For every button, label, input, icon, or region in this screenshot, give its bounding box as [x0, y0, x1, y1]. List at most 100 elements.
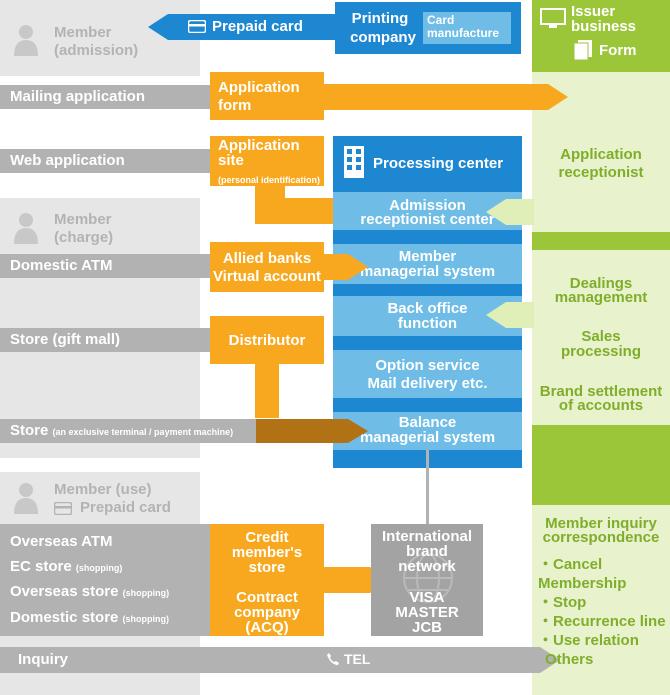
store-terminal-arrow — [256, 419, 368, 443]
inquiry-item: Others — [545, 651, 594, 668]
inquiry-item: ・Stop — [538, 594, 587, 611]
domestic-atm-label: Domestic ATM — [10, 257, 113, 274]
store-terminal-note: (an exclusive terminal / payment machine… — [52, 427, 234, 437]
brand-settlement-line2: of accounts — [558, 397, 644, 414]
application-receptionist-line1: Application — [560, 146, 642, 163]
inquiry-item: ・Recurrence line — [538, 613, 666, 630]
option-service-box — [333, 350, 522, 398]
credit-line2: member's — [231, 544, 303, 561]
right-column — [532, 0, 670, 695]
left-gap-2 — [0, 458, 200, 472]
overseas-store-text: Overseas store (shopping) — [10, 583, 169, 600]
allied-banks-box — [210, 242, 324, 292]
green-band-2 — [532, 425, 670, 505]
inquiry-item: ・Cancel — [538, 556, 603, 573]
admission-arrow-green — [486, 199, 534, 225]
store-gift-bar — [0, 328, 212, 352]
distributor-label: Distributor — [228, 332, 306, 349]
balance-managerial-line2: managerial system — [359, 429, 496, 446]
application-form-box — [210, 72, 324, 120]
application-site-note: (personal identification) — [218, 175, 321, 185]
phone-icon — [327, 653, 339, 665]
form-icon — [574, 40, 592, 60]
brand-network-line1: International — [381, 528, 472, 545]
member-charge-title: Member — [54, 211, 112, 228]
sales-processing-line1: Sales — [581, 328, 621, 345]
member-use-title: Member (use) — [54, 481, 152, 498]
contract-line2: company — [234, 604, 300, 621]
use-list-arrow — [200, 568, 213, 594]
domestic-store-note: (shopping) — [122, 614, 170, 624]
brand-connector-line — [426, 450, 429, 525]
person-icon — [14, 213, 38, 244]
mailing-application-bar — [0, 85, 212, 109]
application-form-arrow — [322, 84, 568, 110]
domestic-store-text: Domestic store (shopping) — [10, 609, 169, 626]
issuer-line1: Issuer — [571, 3, 616, 20]
use-list-bar — [0, 524, 212, 636]
brand-settlement-line1: Brand settlement — [539, 383, 663, 400]
back-office-arrow-green — [486, 302, 534, 328]
prepaid-card-label: Prepaid card — [212, 18, 303, 35]
application-site-line1: Application — [218, 137, 300, 154]
brand-master: MASTER — [395, 604, 459, 621]
brand-network-line3: network — [398, 558, 456, 575]
store-terminal-bar — [0, 419, 260, 443]
tel-label: TEL — [344, 651, 371, 667]
member-charge-subtitle: (charge) — [54, 229, 114, 246]
credit-contract-box — [210, 524, 324, 636]
web-application-label: Web application — [10, 152, 125, 169]
brand-visa: VISA — [409, 589, 445, 606]
admission-center-line2: receptionist center — [360, 211, 495, 228]
admission-center-line1: Admission — [389, 197, 466, 214]
distributor-box — [210, 316, 324, 364]
application-receptionist-line2: receptionist — [558, 164, 644, 181]
ec-store-text: EC store (shopping) — [10, 558, 122, 575]
person-icon — [14, 483, 38, 514]
globe-icon — [403, 553, 453, 603]
option-service-line1: Option service — [375, 357, 480, 374]
contract-line1: Contract — [236, 589, 298, 606]
brand-network-line2: brand — [406, 543, 448, 560]
form-label: Form — [599, 42, 637, 59]
issuer-header — [532, 0, 670, 72]
overseas-atm-label: Overseas ATM — [10, 533, 113, 550]
member-admission-title: Member — [54, 24, 112, 41]
contract-line3: (ACQ) — [245, 619, 289, 636]
inquiry-item: Membership — [538, 575, 627, 592]
inquiry-item: ・Use relation — [538, 632, 639, 649]
allied-banks-line2: Virtual account — [212, 268, 322, 285]
member-managerial-line1: Member — [398, 248, 457, 265]
brand-jcb: JCB — [411, 619, 442, 636]
printing-company-line1: Printing — [351, 10, 409, 27]
overseas-store-label: Overseas store — [10, 583, 119, 600]
store-terminal-label: Store — [10, 422, 49, 439]
back-office-line1: Back office — [387, 300, 468, 317]
credit-line1: Credit — [245, 529, 289, 546]
allied-banks-line1: Allied banks — [222, 250, 312, 267]
member-use-subtitle: Prepaid card — [80, 499, 171, 516]
application-form-line1: Application — [218, 79, 300, 96]
domestic-atm-bar — [0, 254, 212, 278]
sales-processing-line2: processing — [560, 343, 642, 360]
member-managerial-line2: managerial system — [359, 263, 496, 280]
application-site-line2: site — [218, 152, 244, 169]
balance-managerial-line1: Balance — [398, 414, 457, 431]
monitor-icon — [540, 8, 566, 28]
green-band-1 — [532, 232, 670, 250]
ec-store-label: EC store — [10, 558, 72, 575]
person-icon — [14, 25, 38, 56]
dealings-management-line1: Dealings — [569, 275, 633, 292]
inquiry-arrow — [0, 647, 560, 673]
web-application-bar — [0, 149, 212, 173]
application-form-line2: form — [218, 97, 252, 114]
card-manufacture-badge — [423, 12, 511, 44]
inquiry-correspondence-line2: correspondence — [542, 529, 660, 546]
mailing-application-label: Mailing application — [10, 88, 146, 105]
allied-banks-arrow — [322, 254, 368, 280]
distributor-connector — [255, 362, 279, 418]
option-service-line2: Mail delivery etc. — [367, 375, 488, 392]
credit-line3: store — [248, 559, 286, 576]
dealings-management-line2: management — [554, 289, 648, 306]
